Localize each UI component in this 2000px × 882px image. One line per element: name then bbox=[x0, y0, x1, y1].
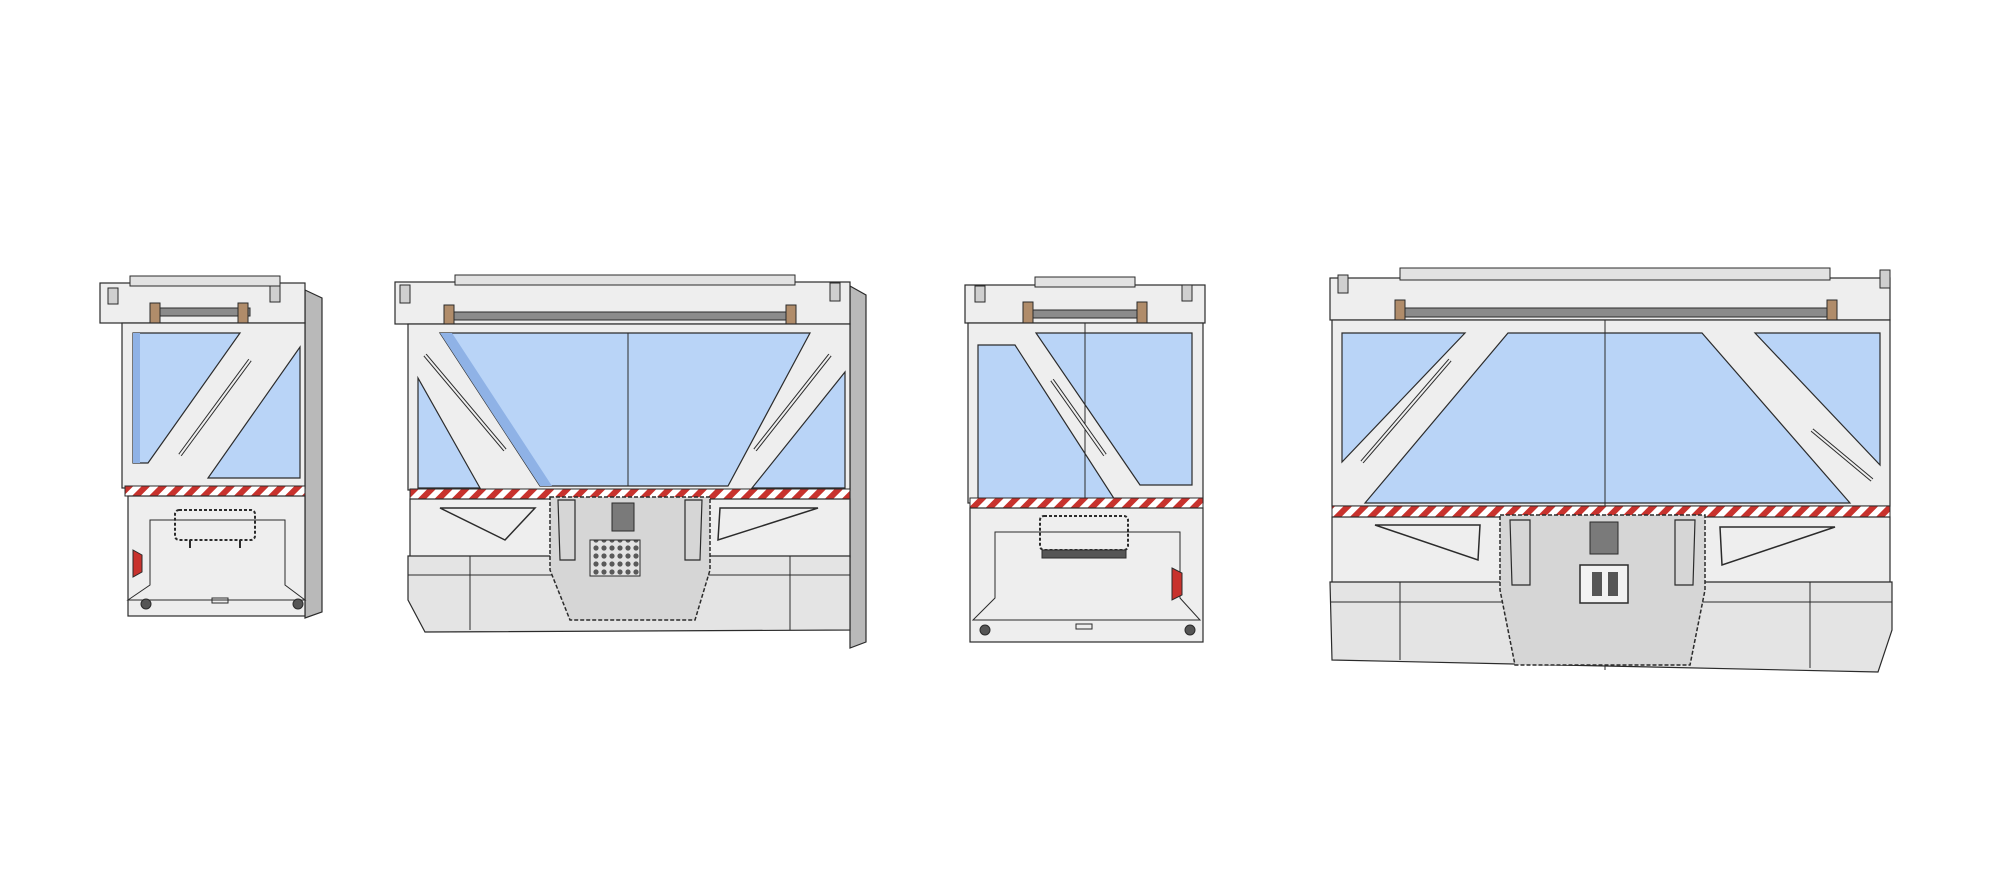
wide-rear-door-front bbox=[1329, 267, 1893, 673]
narrow-rear-door-front bbox=[964, 276, 1206, 643]
narrow-rear-door-open bbox=[99, 275, 323, 619]
wide-rear-door-open bbox=[394, 274, 867, 649]
